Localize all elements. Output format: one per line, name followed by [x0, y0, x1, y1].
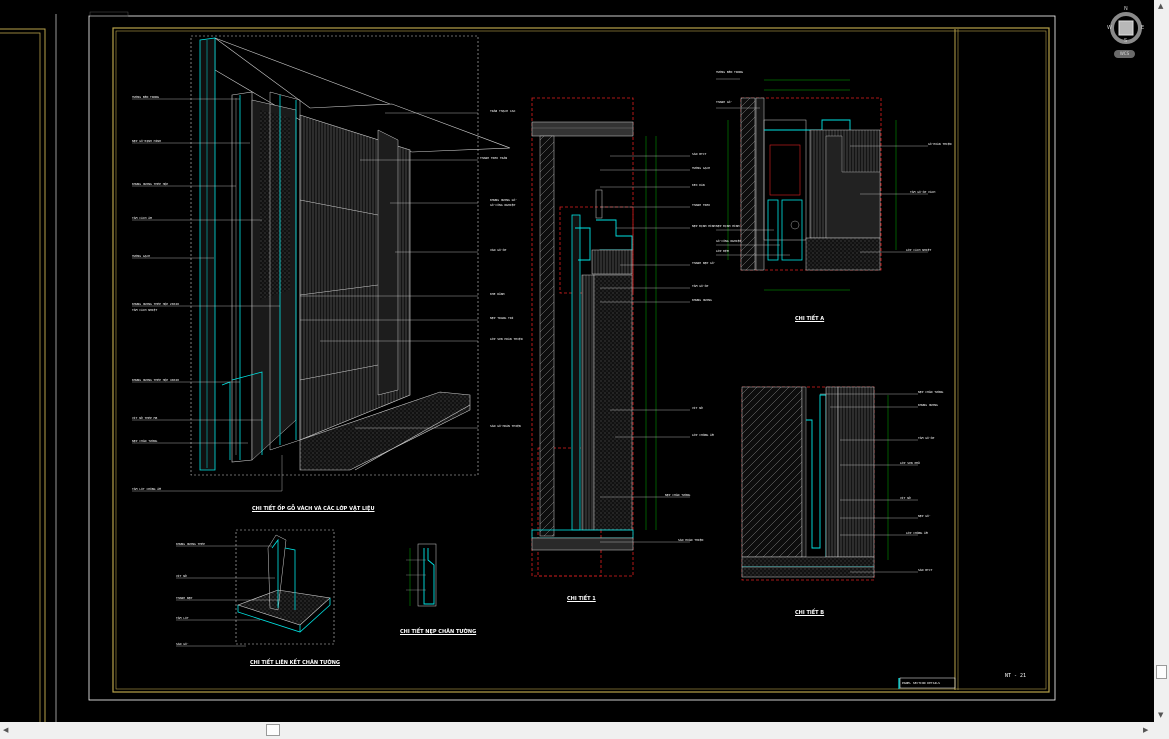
secB-label: NẸP CHÂN TƯỜNG — [918, 390, 944, 394]
secA-label: GỖ CÔNG NGHIỆP — [716, 239, 742, 243]
small-section-view — [406, 543, 437, 607]
sec1-label: NẸP CHÂN TƯỜNG — [665, 493, 691, 497]
sec1-label: THANH TREO — [692, 203, 711, 207]
axo-label: TẤM LÓT CHỐNG ẨM — [132, 487, 161, 491]
axo-label: TẤM CÁCH NHIỆT — [132, 308, 158, 312]
axo-title: CHI TIẾT ỐP GỖ VÁCH VÀ CÁC LỚP VẬT LIỆU — [252, 506, 375, 512]
axo-label: TƯỜNG BÊN TRONG — [132, 95, 160, 99]
sec1-label: THANH NẸP GỖ — [692, 261, 714, 265]
axo-label: KHUNG XƯƠNG THÉP HỘP 40X20 — [132, 378, 179, 382]
secA-label: THANH GỖ — [716, 100, 731, 104]
wcs-menu-button[interactable]: WCS — [1114, 50, 1135, 58]
axo-label: KHUNG XƯƠNG GỖ — [490, 198, 516, 202]
section-1-title: CHI TIẾT 1 — [567, 596, 596, 602]
sec1-label: VÍT NỞ — [692, 406, 703, 410]
small-axo-label: KHUNG XƯƠNG THÉP — [176, 542, 205, 546]
small-axo-label: SÀN GỖ — [176, 642, 187, 646]
small-axo-title: CHI TIẾT LIÊN KẾT CHÂN TƯỜNG — [250, 660, 341, 666]
axo-label: SÀN GỖ HOÀN THIỆN — [490, 424, 521, 428]
vertical-scrollbar[interactable] — [1154, 0, 1169, 722]
sec1-label: NẸP ĐỊNH HÌNH — [692, 224, 716, 228]
axo-label: TRẦN THẠCH CAO — [490, 109, 516, 113]
sec1-label: SÀN BTCT — [692, 152, 707, 156]
secB-label: LỚP SƠN PHỦ — [900, 461, 920, 465]
secA-label: GỖ HOÀN THIỆN — [928, 142, 952, 146]
axo-label: LỚP SƠN HOÀN THIỆN — [490, 337, 523, 341]
drawing-sheet — [0, 11, 1056, 722]
sec1-label: SÀN HOÀN THIỆN — [678, 538, 704, 542]
horizontal-scroll-thumb[interactable] — [266, 724, 280, 736]
scroll-left-icon[interactable]: ◀ — [3, 726, 9, 734]
horizontal-scrollbar[interactable] — [0, 722, 1154, 739]
scrollbar-corner — [1154, 722, 1169, 739]
small-section-title: CHI TIẾT NẸP CHÂN TƯỜNG — [400, 629, 477, 635]
secA-label: TẤM GỖ ỐP VÁCH — [910, 190, 936, 194]
axo-label: GỖ CÔNG NGHIỆP — [490, 203, 516, 207]
viewcube[interactable]: N S E W — [1106, 6, 1146, 58]
compass-south[interactable]: S — [1124, 38, 1128, 44]
axo-label: TẤM CÁCH ÂM — [132, 216, 152, 220]
axo-label: KHUNG XƯƠNG THÉP HỘP 20X20 — [132, 302, 179, 306]
axo-label: KHUNG XƯƠNG THÉP HỘP — [132, 182, 169, 186]
compass-north[interactable]: N — [1124, 6, 1128, 12]
scroll-down-icon[interactable]: ▼ — [1158, 711, 1164, 719]
cad-drawing-canvas[interactable]: CHI TIẾT ỐP GỖ VÁCH VÀ CÁC LỚP VẬT LIỆU … — [0, 0, 1154, 722]
scroll-right-icon[interactable]: ▶ — [1143, 726, 1149, 734]
small-axo-label: TẤM LÓT — [176, 616, 189, 620]
secB-label: TẤM GỖ ỐP — [918, 436, 935, 440]
sec1-label: TƯỜNG GẠCH — [692, 166, 711, 170]
sec1-label: TẤM GỖ ỐP — [692, 284, 709, 288]
sec1-label: KHUNG XƯƠNG — [692, 298, 712, 302]
secB-label: LỚP CHỐNG ẨM — [906, 531, 928, 535]
sec1-label: LỚP CHỐNG ẨM — [692, 433, 714, 437]
section-a-title: CHI TIẾT A — [795, 316, 825, 322]
compass-east[interactable]: E — [1141, 25, 1145, 31]
title-block-label: PANEL SECTION DETAILS — [902, 681, 940, 685]
secA-label: TƯỜNG BÊN TRONG — [716, 70, 744, 74]
small-axo-view — [176, 529, 335, 647]
axo-wall-view — [132, 35, 511, 492]
axo-label: THANH TREO TRẦN — [480, 156, 508, 160]
compass-west[interactable]: W — [1107, 25, 1112, 31]
secA-label: LỚP ĐỆM — [716, 249, 729, 253]
sheet-number: NT - 21 — [1005, 673, 1027, 679]
secB-label: VÍT NỞ — [900, 496, 911, 500]
axo-label: NẸP TRANG TRÍ — [490, 316, 514, 320]
section-b-view — [741, 386, 918, 581]
section-1-view — [531, 97, 690, 577]
axo-label: TƯỜNG GẠCH — [132, 254, 151, 258]
sec1-label: KEO DÁN — [692, 183, 705, 187]
compass-ring-icon — [1110, 12, 1142, 44]
secA-label: NẸP ĐỊNH HÌNH — [716, 224, 740, 228]
secB-label: NẸP GỖ — [918, 514, 929, 518]
small-axo-label: THANH NẸP — [176, 596, 193, 600]
axo-label: NẸP CHÂN TƯỜNG — [132, 439, 158, 443]
secA-label: LỚP CÁCH NHIỆT — [906, 248, 932, 252]
secB-label: KHUNG XƯƠNG — [918, 403, 938, 407]
secB-label: SÀN BTCT — [918, 568, 933, 572]
axo-label: VÍT NỞ THÉP M8 — [132, 416, 158, 420]
axo-label: KHE RÃNH — [490, 292, 505, 296]
axo-label: VÁN GỖ ỐP — [490, 248, 507, 252]
vertical-scroll-thumb[interactable] — [1156, 665, 1167, 679]
axo-label: NẸP GỖ ĐỊNH HÌNH — [132, 139, 161, 143]
section-b-title: CHI TIẾT B — [795, 610, 825, 616]
small-axo-label: VÍT NỞ — [176, 574, 187, 578]
scroll-up-icon[interactable]: ▲ — [1158, 2, 1164, 10]
section-a-view — [716, 78, 928, 291]
